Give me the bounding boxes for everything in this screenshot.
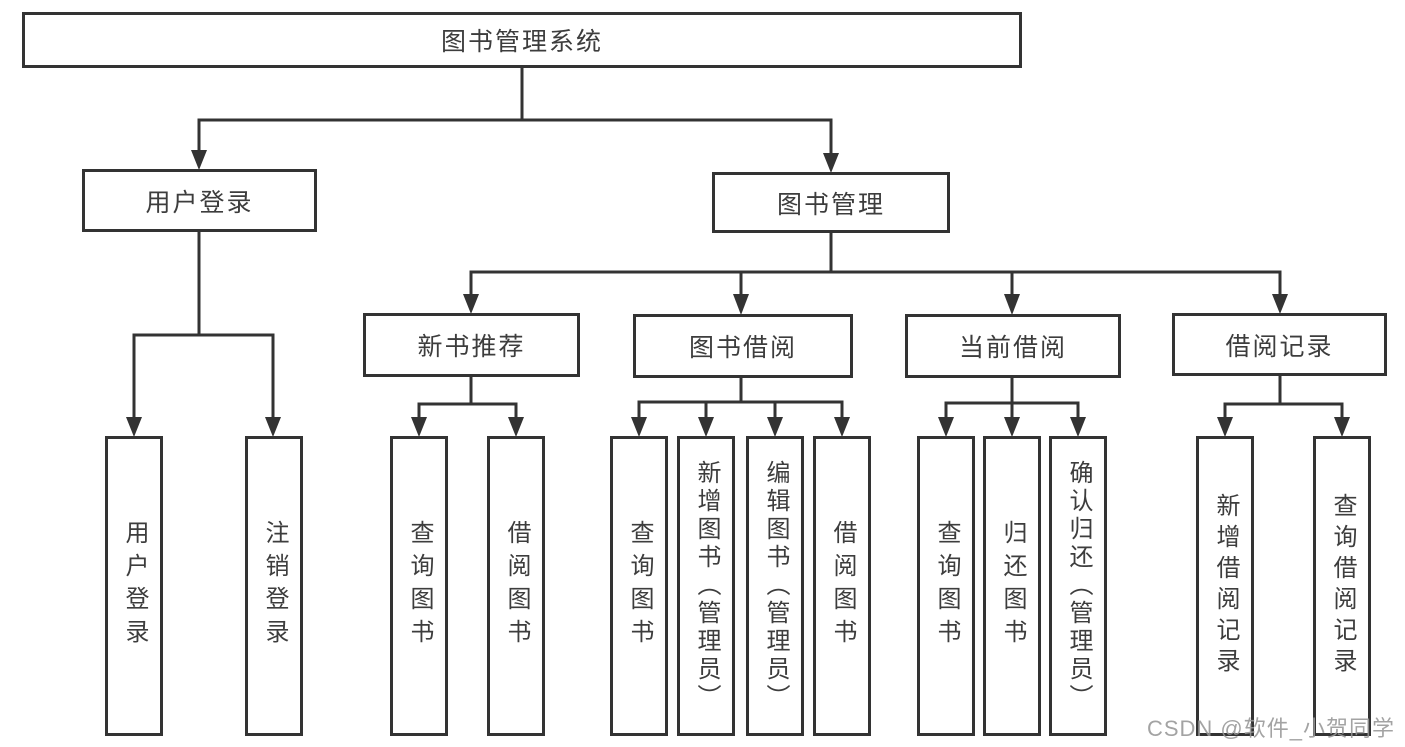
node-current-borrow-label: 当前借阅 [958, 334, 1067, 362]
leaf-borrow-books-label: 借阅图书 [829, 520, 856, 652]
node-book-borrow: 图书借阅 [633, 314, 853, 378]
leaf-user-login-label: 用户登录 [121, 520, 148, 652]
node-library-system: 图书管理系统 [22, 12, 1022, 68]
leaf-add-book-admin: 新增图书（管理员） [677, 436, 735, 736]
node-book-management: 图书管理 [712, 172, 950, 233]
node-borrow-records: 借阅记录 [1172, 313, 1387, 376]
leaf-query-books-borrow: 查询图书 [610, 436, 668, 736]
node-book-management-label: 图书管理 [776, 190, 885, 219]
leaf-logout: 注销登录 [245, 436, 303, 736]
leaf-edit-book-admin-label: 编辑图书（管理员） [762, 460, 789, 712]
leaf-query-books-recommend: 查询图书 [390, 436, 448, 736]
connector-user-login-to-leaves [126, 232, 281, 437]
leaf-borrow-books-recommend: 借阅图书 [487, 436, 545, 736]
watermark: CSDN @软件_小贺同学 [1146, 716, 1395, 741]
leaf-edit-book-admin: 编辑图书（管理员） [746, 436, 804, 736]
leaf-confirm-return-admin: 确认归还（管理员） [1049, 436, 1107, 736]
leaf-return-book-label: 归还图书 [999, 520, 1026, 652]
node-current-borrow: 当前借阅 [905, 314, 1121, 378]
node-user-login: 用户登录 [82, 169, 317, 232]
connector-current-borrow-to-leaves [938, 378, 1086, 437]
node-user-login-label: 用户登录 [145, 188, 254, 217]
connector-new-book-recommend-to-leaves [411, 377, 524, 437]
connector-borrow-records-to-leaves [1217, 376, 1350, 437]
leaf-query-books-current-label: 查询图书 [933, 520, 960, 652]
leaf-logout-label: 注销登录 [261, 520, 288, 652]
leaf-borrow-books: 借阅图书 [813, 436, 871, 736]
leaf-return-book: 归还图书 [983, 436, 1041, 736]
connector-book-management-to-level3 [463, 233, 1288, 315]
node-new-book-recommend: 新书推荐 [363, 313, 580, 377]
connector-root-to-level2 [191, 67, 839, 173]
leaf-add-borrow-record-label: 新增借阅记录 [1212, 493, 1239, 679]
node-new-book-recommend-label: 新书推荐 [417, 333, 526, 361]
connector-book-borrow-to-leaves [631, 378, 850, 437]
node-book-borrow-label: 图书借阅 [688, 334, 797, 362]
leaf-query-borrow-record: 查询借阅记录 [1313, 436, 1371, 736]
leaf-confirm-return-admin-label: 确认归还（管理员） [1065, 460, 1092, 712]
leaf-query-books-recommend-label: 查询图书 [406, 520, 433, 652]
leaf-query-borrow-record-label: 查询借阅记录 [1329, 493, 1356, 679]
leaf-add-book-admin-label: 新增图书（管理员） [693, 460, 720, 712]
leaf-query-books-current: 查询图书 [917, 436, 975, 736]
leaf-add-borrow-record: 新增借阅记录 [1196, 436, 1254, 736]
leaf-query-books-borrow-label: 查询图书 [626, 520, 653, 652]
leaf-borrow-books-recommend-label: 借阅图书 [503, 520, 530, 652]
node-borrow-records-label: 借阅记录 [1225, 332, 1334, 361]
leaf-user-login: 用户登录 [105, 436, 163, 736]
node-library-system-label: 图书管理系统 [440, 28, 603, 56]
